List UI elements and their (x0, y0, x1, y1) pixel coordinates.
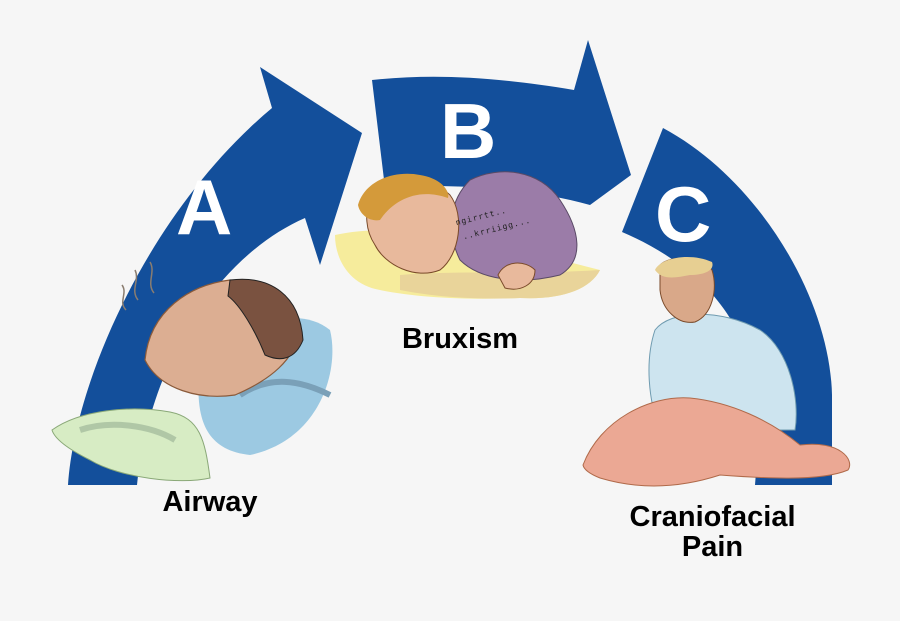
teeth-grinding-sleeper-icon (335, 171, 600, 299)
step-c-label-line1: Craniofacial (629, 501, 796, 533)
step-b-label: Bruxism (401, 323, 519, 355)
step-c-letter: C (655, 170, 712, 258)
step-b-letter: B (440, 87, 497, 175)
arrow-a (68, 67, 362, 485)
step-c-label-line2: Pain (681, 531, 744, 564)
step-c-label: Craniofacial Pain (590, 502, 835, 563)
snoring-sleeper-icon (51, 261, 333, 482)
headache-person-icon (582, 256, 851, 487)
arrow-b (372, 40, 631, 205)
step-a-label: Airway (162, 486, 258, 518)
step-a-letter: A (176, 163, 233, 251)
